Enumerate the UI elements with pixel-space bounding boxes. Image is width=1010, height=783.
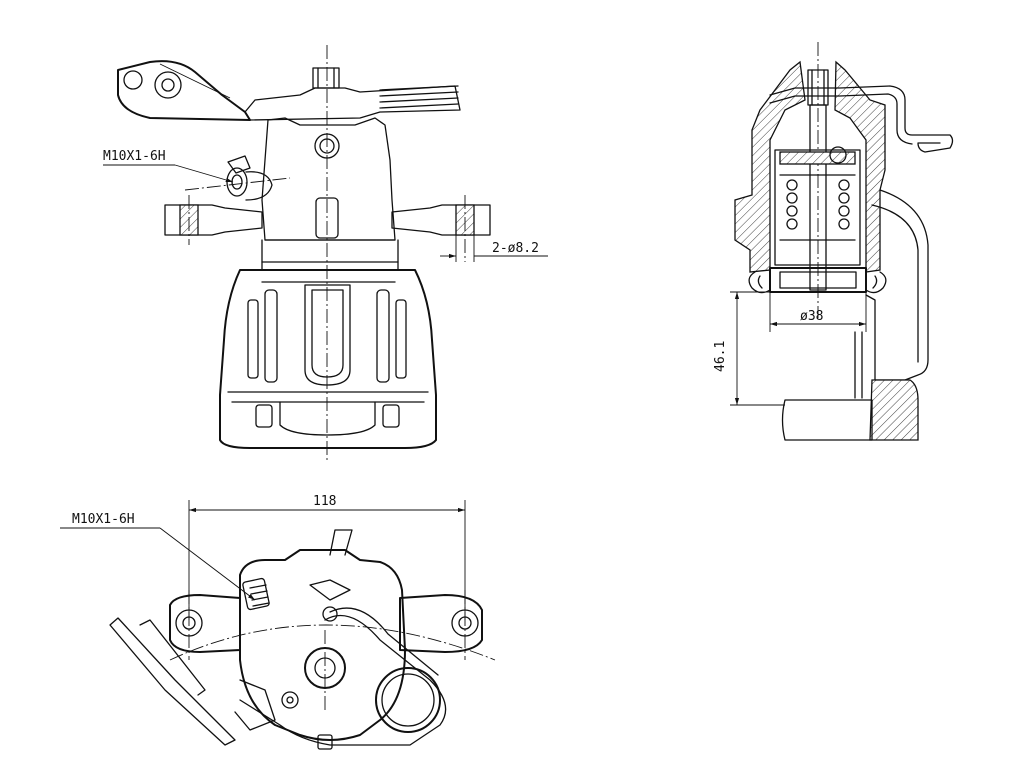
adjuster-nut (312, 67, 340, 89)
housing-section-left (734, 60, 806, 273)
mount-ear-left (169, 594, 241, 653)
mount-hole-label: 2-ø8.2 (492, 241, 539, 256)
upper-bore (314, 133, 340, 159)
bracket-hole-inner (161, 78, 175, 92)
adjuster-spring-left (786, 179, 798, 230)
bracket-hole-large (154, 71, 182, 99)
cable-bracket (109, 617, 236, 746)
bridge-window (304, 284, 351, 386)
cable-drum (375, 667, 441, 733)
section-view: ø38 46.1 (713, 42, 954, 441)
dust-boot-left (748, 271, 771, 294)
top-view: 118 M10X1-6H (60, 494, 496, 750)
mount-span-label: 118 (313, 494, 336, 509)
adjuster-spring-right (838, 179, 850, 230)
caliper-finger-section (869, 379, 919, 441)
piston-depth-label: 46.1 (713, 341, 728, 372)
caliper-finger-outer (865, 189, 929, 381)
caliper-body-top (239, 549, 406, 741)
thread-label-top: M10X1-6H (103, 149, 166, 164)
bleed-nipple (226, 155, 273, 201)
mount-lug-right (391, 204, 491, 236)
bleed-screw-top (242, 577, 270, 611)
disc-arc (169, 624, 496, 661)
actuator-lever (244, 85, 461, 121)
slider-pin-top (315, 197, 339, 239)
return-spring (239, 614, 447, 746)
caliper-lower-housing (219, 269, 437, 449)
actuator-shaft (809, 104, 827, 291)
mount-ear-right (399, 594, 483, 653)
bracket-hole-small (123, 70, 143, 90)
thread-label-bottom: M10X1-6H (72, 512, 135, 527)
o-ring (829, 146, 847, 164)
section-lever-arm (769, 85, 954, 153)
piston-diameter-label: ø38 (800, 309, 823, 324)
front-view: M10X1-6H 2-ø8.2 (103, 45, 548, 462)
lever-bracket (117, 60, 251, 121)
dust-boot-right (865, 271, 887, 294)
caliper-upper-body (261, 117, 396, 241)
lever-tab (329, 529, 353, 556)
